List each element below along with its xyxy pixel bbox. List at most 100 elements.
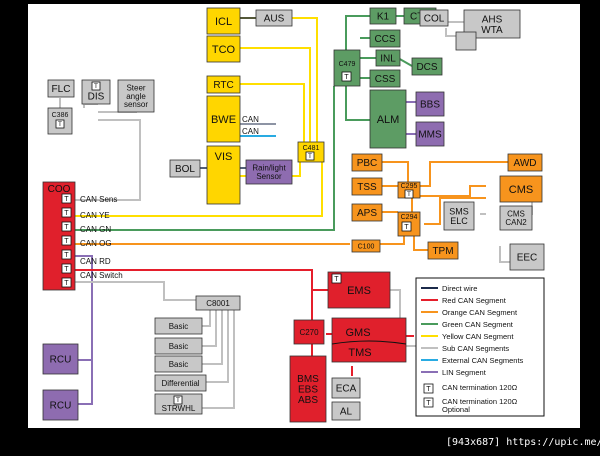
c386-label: C386 bbox=[52, 112, 69, 119]
dcs-box bbox=[411, 57, 443, 76]
tpm-box-label: TPM bbox=[432, 246, 453, 257]
steer-angle-sensor-box-label: Steer bbox=[126, 83, 145, 92]
differential-box-label: Differential bbox=[161, 379, 199, 388]
mms-box bbox=[415, 121, 445, 147]
rtc-box-label: RTC bbox=[213, 80, 233, 91]
bwe-box-label: BWE bbox=[211, 114, 236, 126]
css-box-label: CSS bbox=[375, 74, 396, 85]
sub-wire-can-switch bbox=[75, 281, 196, 301]
bbs-box-label: BBS bbox=[420, 100, 440, 111]
ems-term bbox=[331, 273, 342, 284]
bms-box bbox=[289, 355, 327, 423]
ahs-wta-box-label: WTA bbox=[481, 25, 503, 36]
orange-wire-c295-cms bbox=[420, 185, 486, 197]
coo-term-7 bbox=[61, 277, 72, 288]
orange-wire-c295-awd bbox=[420, 161, 508, 187]
rcu-box-2-label: RCU bbox=[50, 401, 72, 412]
basic-box-2-label: Basic bbox=[169, 342, 189, 351]
rain-light-sensor-box-label: Sensor bbox=[256, 172, 282, 181]
bwe-box bbox=[206, 95, 241, 143]
tms-label: TMS bbox=[348, 347, 371, 359]
c270-connector bbox=[293, 319, 325, 345]
coo-term-3-glyph: T bbox=[64, 222, 69, 231]
tss-box-label: TSS bbox=[357, 182, 377, 193]
gms-label: GMS bbox=[345, 327, 370, 339]
orange-wire-c294-cms bbox=[424, 197, 486, 225]
legend-term-120 bbox=[423, 383, 434, 394]
k1-box bbox=[369, 7, 397, 25]
legend-term-120-glyph: T bbox=[426, 384, 431, 393]
strwhl-term bbox=[173, 395, 183, 405]
col-box-label: COL bbox=[424, 14, 445, 25]
yellow-wire-rtc bbox=[240, 83, 305, 142]
lin-wire-coo-rcu2 bbox=[78, 360, 93, 405]
c100-connector-label: C100 bbox=[358, 243, 375, 250]
sub-wire-c8001-basic1 bbox=[202, 310, 211, 327]
sub-wire-c8001-basic3 bbox=[202, 310, 223, 365]
legend-label-sub: Sub CAN Segments bbox=[442, 344, 509, 353]
c295-label: C295 bbox=[401, 183, 418, 190]
can-sens-label: CAN Sens bbox=[80, 195, 117, 204]
c481-term bbox=[305, 151, 315, 161]
dis-box-label: DIS bbox=[88, 92, 105, 103]
sub-wire-c8001-strwhl bbox=[202, 310, 235, 409]
sms-elc-box bbox=[443, 201, 475, 231]
gms-box bbox=[331, 317, 407, 363]
cms-can2-box-label: CAN2 bbox=[505, 218, 527, 227]
c294-term-glyph: T bbox=[404, 222, 409, 231]
can-og-label: CAN OG bbox=[80, 239, 112, 248]
c294-label: C294 bbox=[401, 214, 418, 221]
css-box bbox=[369, 69, 401, 88]
al-box-label: AL bbox=[340, 407, 353, 418]
inl-box-label: INL bbox=[380, 54, 396, 65]
col-junction-block bbox=[455, 31, 477, 51]
flc-box-label: FLC bbox=[52, 84, 71, 95]
bwe-can-label-1: CAN bbox=[242, 115, 259, 124]
mms-box-label: MMS bbox=[418, 130, 442, 141]
aps-box-label: APS bbox=[357, 208, 377, 219]
c294-term bbox=[401, 221, 412, 232]
vis-box-label: VIS bbox=[215, 151, 233, 163]
icl-box bbox=[206, 7, 241, 35]
aus-box-label: AUS bbox=[264, 14, 285, 25]
aps-box bbox=[351, 203, 383, 222]
ems-term-glyph: T bbox=[334, 274, 339, 283]
rain-light-sensor-box bbox=[245, 159, 293, 185]
cms-box-label: CMS bbox=[509, 184, 533, 196]
bms-box-label: ABS bbox=[298, 395, 318, 406]
awd-box-label: AWD bbox=[514, 158, 537, 169]
dis-term-glyph: T bbox=[94, 83, 98, 90]
coo-term-2 bbox=[61, 207, 72, 218]
legend-term-120-optional bbox=[423, 397, 434, 408]
ccs-box bbox=[369, 29, 401, 48]
tpm-box bbox=[427, 241, 459, 260]
watermark-text: [943x687] https://upic.me/ bbox=[446, 437, 600, 448]
basic-box-1 bbox=[154, 317, 203, 335]
steer-angle-sensor-box bbox=[117, 79, 155, 113]
basic-box-3-label: Basic bbox=[169, 360, 189, 369]
coo-term-3 bbox=[61, 221, 72, 232]
eec-box-label: EEC bbox=[517, 253, 538, 264]
yellow-wire-can-ye bbox=[75, 158, 323, 217]
ems-box-label: EMS bbox=[347, 285, 371, 297]
c100-connector bbox=[351, 239, 381, 253]
legend-label-term-optional-1: CAN termination 120Ω bbox=[442, 397, 518, 406]
legend-label-lin: LIN Segment bbox=[442, 368, 487, 377]
coo-term-6 bbox=[61, 263, 72, 274]
basic-box-2 bbox=[154, 337, 203, 355]
orange-wire-c100-c294 bbox=[380, 236, 405, 245]
strwhl-box-label: STRWHL bbox=[162, 404, 196, 413]
bol-box-label: BOL bbox=[175, 164, 195, 175]
pbc-box-label: PBC bbox=[357, 158, 378, 169]
steer-angle-sensor-box-label: angle bbox=[126, 92, 146, 101]
cms-can2-box bbox=[499, 205, 533, 231]
legend-label-yellow: Yellow CAN Segment bbox=[442, 332, 514, 341]
coo-term-2-glyph: T bbox=[64, 208, 69, 217]
legend-label-red: Red CAN Segment bbox=[442, 296, 507, 305]
bms-box-label: BMS bbox=[297, 374, 319, 385]
can-gn-label: CAN GN bbox=[80, 225, 111, 234]
rain-light-sensor-box-label: Rain/light bbox=[252, 164, 286, 173]
dcs-box-label: DCS bbox=[416, 62, 437, 73]
bwe-can-label-2: CAN bbox=[242, 127, 259, 136]
